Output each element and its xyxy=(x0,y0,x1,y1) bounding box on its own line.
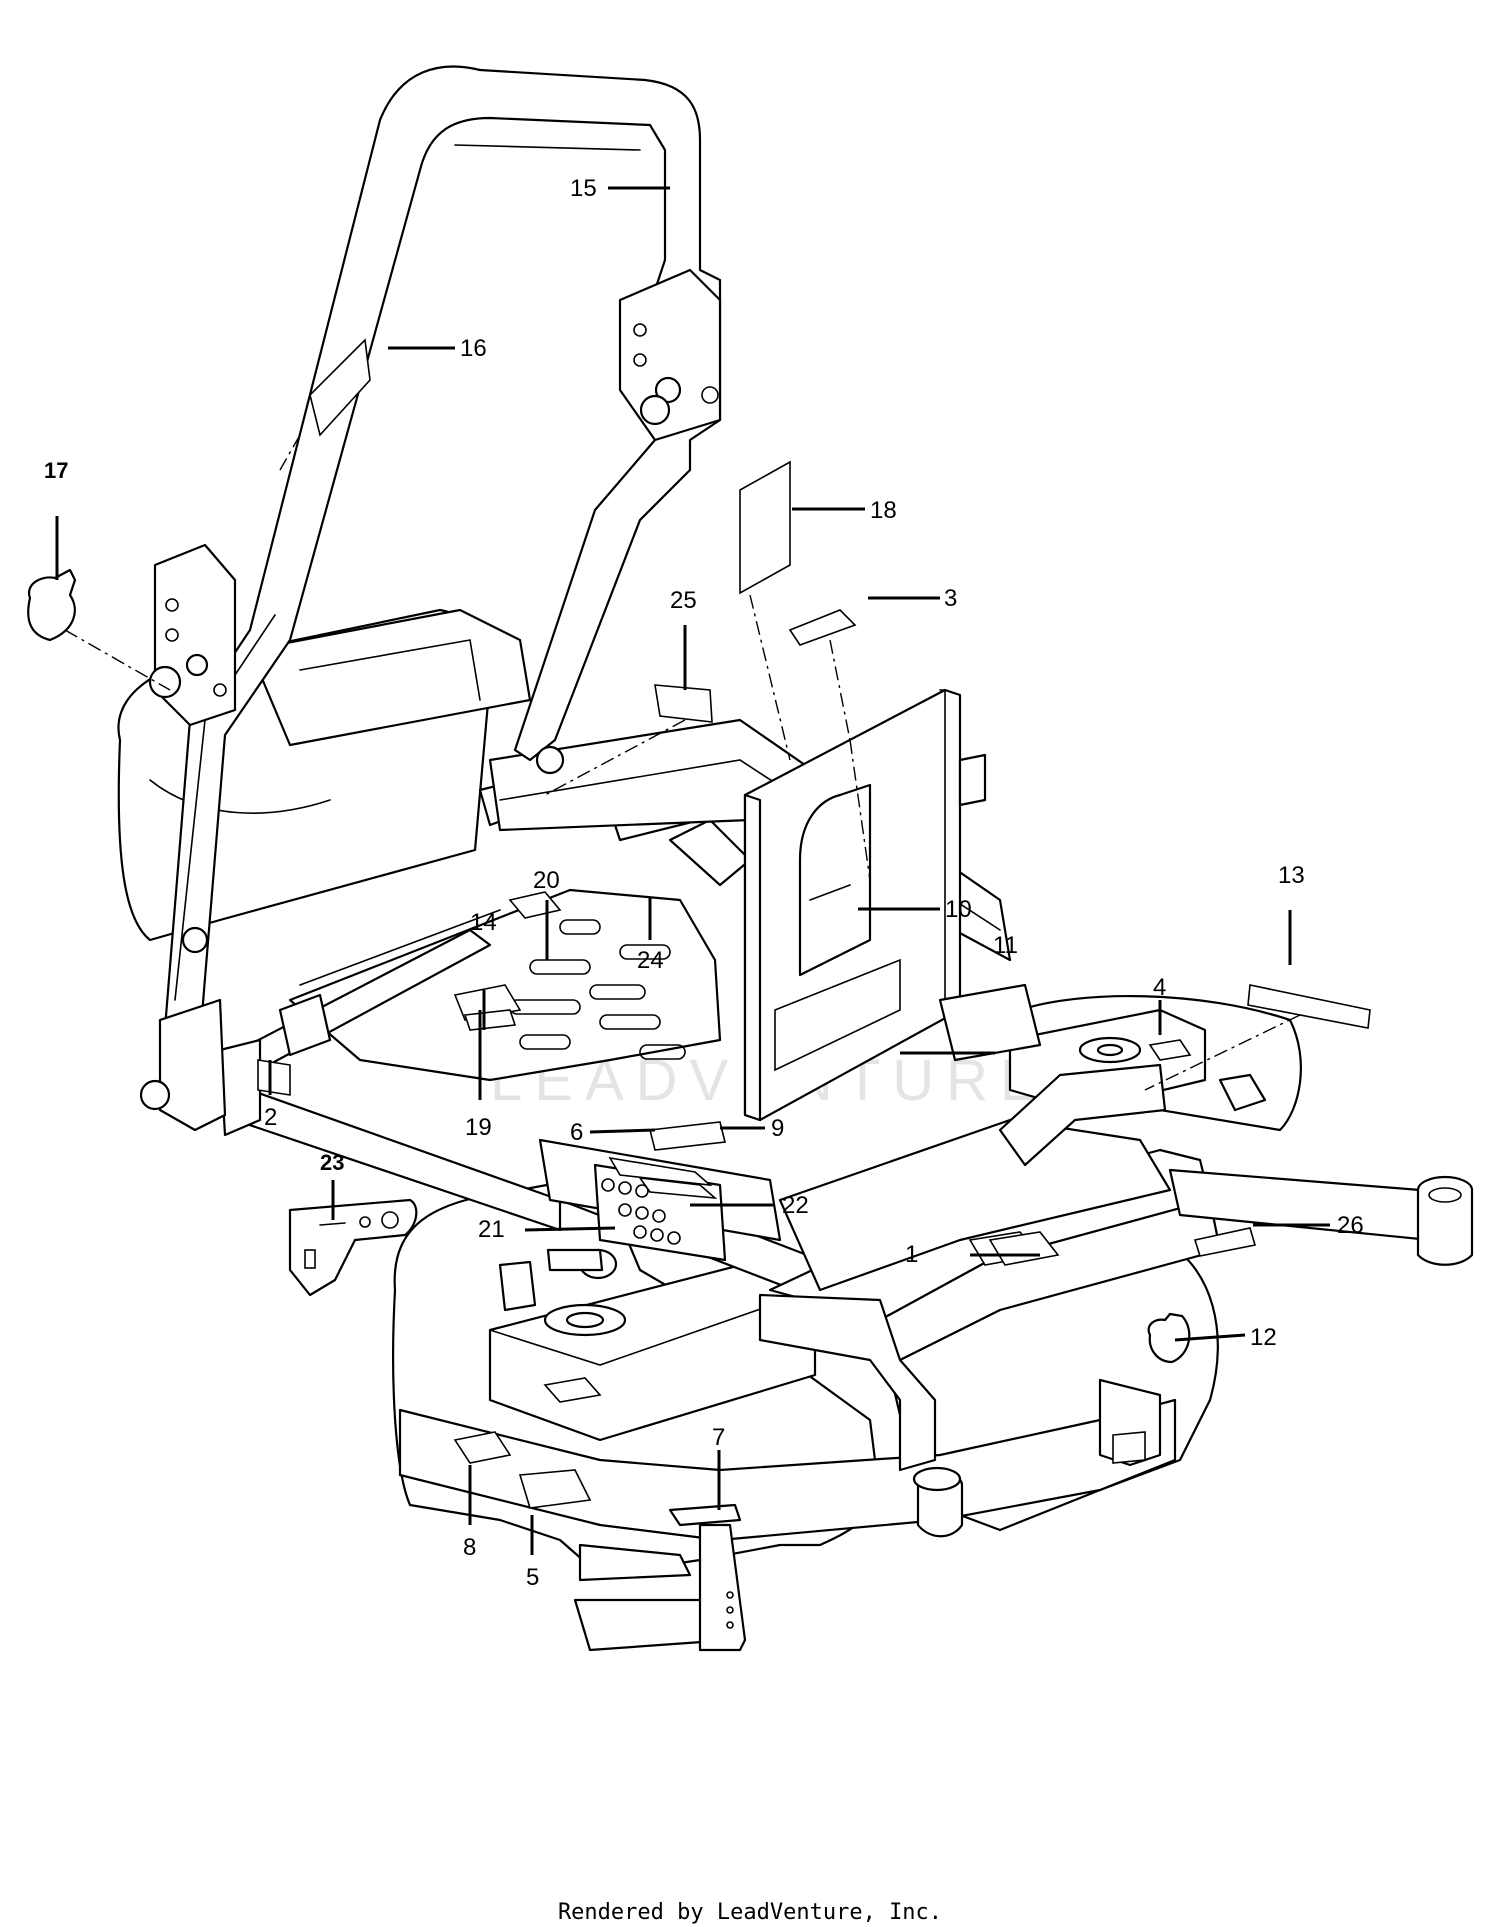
callout-19: 19 xyxy=(465,1114,492,1141)
seat-plate xyxy=(743,688,1042,1122)
leader-lines xyxy=(55,186,1330,1555)
callout-25: 25 xyxy=(670,587,697,614)
assembly-lines xyxy=(64,434,1301,1091)
part-3-decal xyxy=(788,609,857,646)
callout-13: 13 xyxy=(1278,862,1305,889)
callout-7: 7 xyxy=(712,1424,725,1451)
floor-grate-slots xyxy=(509,919,686,1060)
callout-18: 18 xyxy=(870,497,897,524)
part-6-9-decal xyxy=(649,1121,726,1151)
callout-6: 6 xyxy=(570,1119,583,1146)
callout-21: 21 xyxy=(478,1216,505,1243)
callout-11: 11 xyxy=(993,932,1018,959)
callout-labels: 1 2 3 4 5 6 7 8 9 10 11 12 13 14 15 16 1… xyxy=(44,175,1364,1591)
part-16-decal xyxy=(309,338,371,437)
part-13-decal xyxy=(1247,984,1371,1029)
callout-15: 15 xyxy=(570,175,597,202)
roll-bar xyxy=(139,65,722,1132)
callout-1: 1 xyxy=(905,1241,918,1268)
callout-24: 24 xyxy=(637,947,664,974)
callout-23: 23 xyxy=(320,1150,344,1175)
part-1-decal xyxy=(988,1231,1060,1266)
callout-5: 5 xyxy=(526,1564,539,1591)
part-12-knob xyxy=(1147,1312,1191,1364)
callout-20: 20 xyxy=(533,867,560,894)
callout-10: 10 xyxy=(945,896,972,923)
callout-22: 22 xyxy=(782,1192,809,1219)
footer-credit: Rendered by LeadVenture, Inc. xyxy=(557,1900,943,1925)
callout-16: 16 xyxy=(460,335,487,362)
part-25-decal xyxy=(654,684,713,723)
part-2-decal xyxy=(257,1059,291,1096)
part-26-decal xyxy=(1193,1227,1257,1257)
callout-14: 14 xyxy=(470,909,497,936)
callout-4: 4 xyxy=(1153,974,1166,1001)
callout-3: 3 xyxy=(944,585,957,612)
callout-2: 2 xyxy=(264,1104,277,1131)
callout-26: 26 xyxy=(1337,1212,1364,1239)
callout-17: 17 xyxy=(44,458,68,483)
callout-9: 9 xyxy=(771,1115,784,1142)
part-19-decal xyxy=(463,1009,517,1031)
part-18-decal xyxy=(739,460,791,595)
part-17-plate xyxy=(27,568,77,642)
part-23-bracket xyxy=(288,1198,418,1297)
callout-12: 12 xyxy=(1250,1324,1277,1351)
mower-deck xyxy=(392,994,1302,1652)
callout-8: 8 xyxy=(463,1534,476,1561)
part-22-decal xyxy=(638,1176,718,1200)
